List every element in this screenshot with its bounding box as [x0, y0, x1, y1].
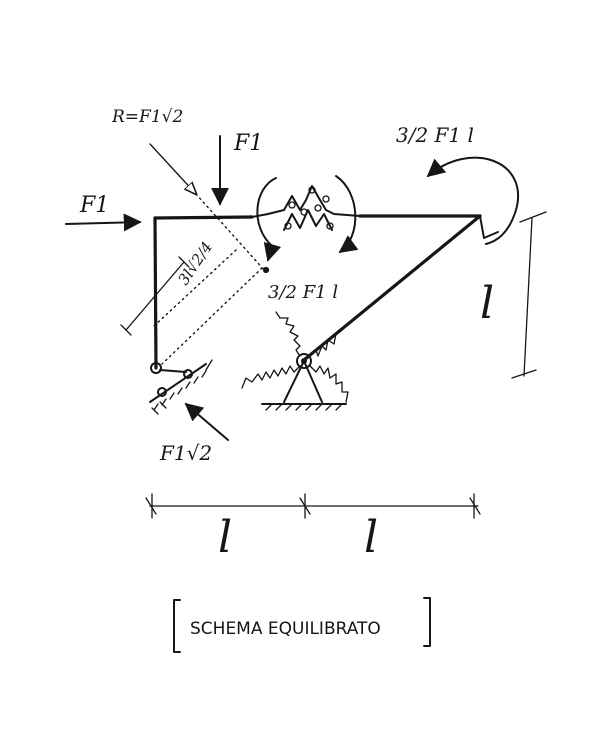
dim-vertical-label: l — [480, 278, 494, 329]
force-top-label: F1 — [233, 131, 263, 156]
pin-support-right — [241, 311, 349, 411]
construction-lines — [153, 193, 270, 365]
resultant-force: R=F1√2 — [111, 107, 196, 194]
spring-left — [241, 365, 301, 389]
moment-center-label: 3/2 F1 l — [268, 282, 338, 303]
resultant-label: R=F1√2 — [111, 107, 183, 127]
dim-bottom-left-label: l — [218, 512, 232, 563]
roller-support-left — [149, 359, 213, 415]
top-beam — [153, 214, 482, 220]
frame-structure — [153, 214, 499, 370]
spring-up — [275, 311, 301, 357]
spring-right — [309, 365, 349, 403]
offset-dimension: 3l√2/4 — [120, 238, 216, 336]
moment-upper-right-label: 3/2 F1 l — [396, 123, 474, 147]
reaction-force-bottom: F1√2 — [159, 402, 229, 465]
dimension-horizontal: l l — [145, 493, 481, 563]
dimension-vertical: l — [480, 211, 547, 379]
beam-end-hook — [479, 215, 499, 239]
offset-distance-label: 3l√2/4 — [174, 238, 216, 288]
force-vertical-top: F1 — [211, 131, 263, 206]
moment-center: 3/2 F1 l — [256, 175, 359, 303]
force-left-label: F1 — [79, 193, 109, 218]
spring-upright — [309, 333, 337, 357]
left-column — [153, 216, 158, 370]
inclined-strut — [302, 214, 482, 362]
moment-upper-right: 3/2 F1 l — [396, 123, 519, 245]
caption: SCHEMA EQUILIBRATO — [173, 597, 431, 653]
caption-text: SCHEMA EQUILIBRATO — [190, 619, 381, 639]
reaction-bottom-label: F1√2 — [159, 441, 212, 465]
dim-bottom-right-label: l — [364, 512, 378, 563]
force-horizontal-left: F1 — [65, 193, 142, 232]
internal-hinge-detail — [251, 185, 361, 231]
